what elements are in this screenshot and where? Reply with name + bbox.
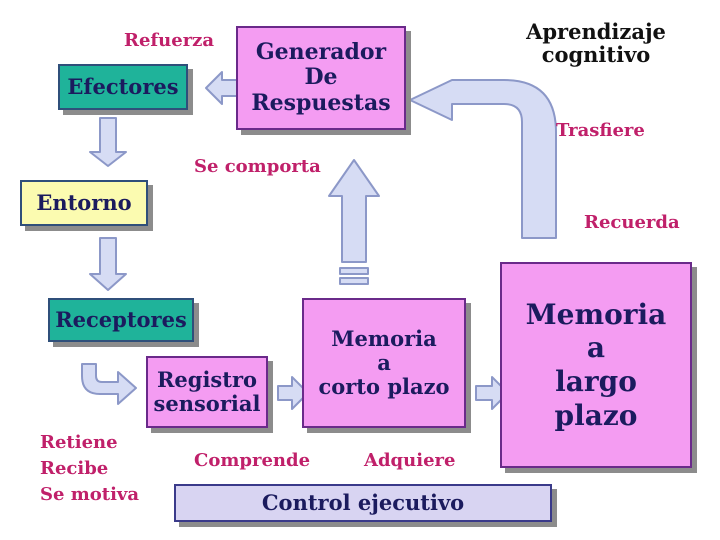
adquiere-label: Adquiere (364, 450, 456, 471)
title-line-2: cognitivo (541, 42, 651, 68)
se-comporta-label: Se comporta (194, 156, 321, 177)
receptores-box: Receptores (48, 298, 194, 342)
entorno-label: Entorno (36, 189, 132, 215)
title-line-1: Aprendizaje (526, 19, 666, 44)
reinforce-left-arrow (205, 71, 241, 105)
control-ejecutivo-label: Control ejecutivo (261, 489, 465, 515)
memoria-largo-line-2: a (586, 331, 606, 365)
registro-box: Registro sensorial (146, 356, 268, 428)
diagram-title: Aprendizaje cognitivo (512, 20, 680, 66)
comprende-label: Comprende (194, 450, 311, 471)
generador-box: Generador De Respuestas (236, 26, 406, 130)
left-verbs-list: Retiene Recibe Se motiva (40, 430, 139, 508)
entorno-box: Entorno (20, 180, 148, 226)
efectores-down-arrow (89, 117, 127, 167)
efectores-label: Efectores (67, 73, 179, 99)
recuerda-label: Recuerda (584, 212, 680, 233)
generador-line-1: Generador (255, 39, 387, 66)
registro-line-2: sensorial (153, 391, 261, 416)
receptores-curved-arrow (81, 363, 137, 405)
behave-up-arrow (328, 159, 380, 263)
generador-line-3: Respuestas (251, 89, 391, 116)
refuerza-label: Refuerza (124, 30, 215, 51)
entorno-down-arrow (89, 237, 127, 291)
memoria-largo-box: Memoria a largo plazo (500, 262, 692, 468)
receptores-label: Receptores (55, 306, 187, 332)
transfer-curved-arrow (409, 79, 557, 239)
memoria-corto-line-3: corto plazo (318, 374, 450, 400)
trasfiere-label: Trasfiere (556, 120, 645, 141)
registro-line-1: Registro (156, 366, 258, 392)
recibe-label: Recibe (40, 458, 109, 480)
memoria-corto-box: Memoria a corto plazo (302, 298, 466, 428)
memoria-largo-line-4: plazo (554, 398, 638, 432)
memoria-largo-line-3: largo (555, 365, 637, 398)
behave-arrow-dash-1 (339, 267, 369, 275)
control-ejecutivo-box: Control ejecutivo (174, 484, 552, 522)
retiene-label: Retiene (40, 432, 118, 453)
se-motiva-label: Se motiva (40, 484, 140, 506)
registro-right-arrow (277, 376, 309, 410)
generador-line-2: De (304, 64, 338, 91)
efectores-box: Efectores (58, 64, 188, 110)
memoria-largo-line-1: Memoria (525, 297, 667, 331)
memoria-corto-line-1: Memoria (331, 325, 437, 351)
memoria-corto-line-2: a (377, 349, 391, 375)
behave-arrow-dash-2 (339, 277, 369, 285)
